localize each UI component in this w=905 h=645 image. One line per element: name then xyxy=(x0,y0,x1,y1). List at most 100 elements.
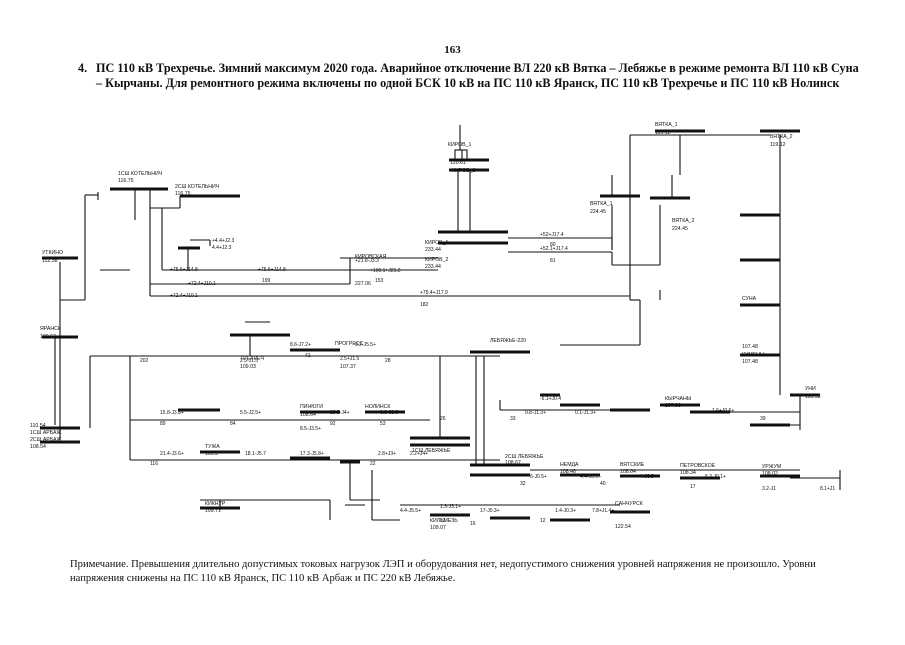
bus-kilmez: КИЛЬМЕЗЬ xyxy=(430,518,458,524)
bus-tuzha: ТУЖА xyxy=(205,444,220,450)
bus-vyatka2-top-voltage: 119.12 xyxy=(770,142,786,148)
bus-arbazh2-voltage: 108.54 xyxy=(30,444,46,450)
power-flow-label: +76.6+J14.8 xyxy=(258,267,286,273)
bus-uni: УНИ xyxy=(805,386,816,392)
power-flow-label: 4.4-J5.5+ xyxy=(400,508,421,514)
bus-vyatka1-voltage: 224.45 xyxy=(590,209,606,215)
power-flow-label: +52+J17.4 xyxy=(540,232,564,238)
bus-kirov2: КИРОВ_2 xyxy=(425,257,448,263)
bus-arbazh1: 1СШ АРБАЖ xyxy=(30,430,61,436)
line-number-label: 28 xyxy=(385,358,391,364)
power-flow-label: 2.8+J3+ xyxy=(378,451,396,457)
bus-kirchany: КЫРЧАНЫ xyxy=(665,396,692,402)
bus-kotelnich2: 2СШ КОТЕЛЬНИЧ xyxy=(175,184,220,190)
bus-kumeny: КУМЕНЫ xyxy=(742,352,765,358)
bus-labels: КИРОВ_1 120.61 КИРОВ_2 КИРОВ_1 233.44 КИ… xyxy=(30,122,821,531)
line-number-label: 39 xyxy=(760,416,766,422)
line-number-label: 89 xyxy=(160,421,166,427)
power-flow-label: +21.8-J3.3 xyxy=(355,258,379,264)
bus-petrovskoe-voltage: 108.34 xyxy=(680,470,696,476)
power-flow-label: 17.3-J5.8+ xyxy=(300,451,324,457)
line-number-label: 84 xyxy=(230,421,236,427)
bus-nemda-voltage: 108.46 xyxy=(560,469,576,475)
bus-vyatka2-top: ВЯТКА_2 xyxy=(770,134,793,140)
bus-treh-voltage: 109.03 xyxy=(240,364,256,370)
power-flow-label: 4.4-J0.5+ xyxy=(580,474,601,480)
bus-vyatka1: ВЯТКА_1 xyxy=(590,201,613,207)
bus-lebyazhe2: 2СШ ЛЕБЯЖЬЕ xyxy=(505,454,544,460)
power-flow-label: 6-J0.5+ xyxy=(530,474,547,480)
bus-treh: ТРЕХРЕЧ xyxy=(240,356,264,362)
line-number-label: 116 xyxy=(150,461,158,467)
bus-kilmez-voltage: 109.07 xyxy=(430,525,446,531)
bus-utkino: УТКИНО xyxy=(42,250,63,256)
power-flow-label: 8.5-J3.5+ xyxy=(300,426,321,432)
power-flow-label: 3.2-J1 xyxy=(762,486,776,492)
line-number-label: 41 xyxy=(305,353,311,359)
line-number-label: 92 xyxy=(330,421,336,427)
power-flow-label: 18.1-J5.7 xyxy=(245,451,266,457)
bus-urzhum: УРЖУМ xyxy=(762,464,781,470)
bus-lebyazhe220: ЛЕБЯЖЬЕ-220 xyxy=(490,338,526,344)
bus-suna-voltage: 107.48 xyxy=(742,344,758,350)
bus-lebyazhe-voltage: 108.67 xyxy=(505,460,521,466)
power-flow-label: 2.2+J4+ xyxy=(410,451,428,457)
line-number-label: 182 xyxy=(420,302,429,308)
bus-utkino-voltage: 112.38 xyxy=(42,258,58,264)
line-number-label: 81 xyxy=(550,258,556,264)
page-number: 163 xyxy=(444,44,461,56)
line-number-label: 40 xyxy=(600,481,606,487)
bus-tuzha-voltage: 109.3 xyxy=(205,451,218,457)
power-flow-label: 5.2-J0.1+ xyxy=(705,474,726,480)
bus-sanchursk-voltage: 122.54 xyxy=(615,524,631,530)
line-number-label: 33 xyxy=(510,416,516,422)
bus-lebyazhe1: 1СШ ЛЕБЯЖЬЕ xyxy=(412,448,451,454)
power-flow-label: +52.1+J17.4 xyxy=(540,246,568,252)
bus-kiknur-voltage: 109.71 xyxy=(205,508,221,514)
power-flow-label: +4.4+J2.3 xyxy=(212,238,234,244)
power-flow-label: -6.1+J0.4 xyxy=(540,396,561,402)
bus-progress: ПРОГРЕСС xyxy=(335,341,364,347)
line-number-label: 12 xyxy=(540,518,546,524)
power-flow-label: +75.4+J17.9 xyxy=(420,290,448,296)
bus-nemda: НЕМДА xyxy=(560,462,579,468)
line-number-label: 22 xyxy=(370,461,376,467)
power-flow-label: 17-J0.3+ xyxy=(480,508,500,514)
bus-kirchany-voltage: 107.93 xyxy=(665,403,681,409)
line-number-label: 153 xyxy=(375,278,384,284)
bus-urzhum-voltage: 108.02 xyxy=(762,471,778,477)
bus-nolinsk: НОЛИНСК xyxy=(365,404,390,410)
bus-kiknur: КИКНУР xyxy=(205,501,226,507)
power-flow-label: 1.4-J0.3+ xyxy=(555,508,576,514)
bus-arbazh2: 2СШ АРБАЖ xyxy=(30,437,61,443)
bus-yaransk-voltage: 109.67 xyxy=(40,334,56,340)
bus-uni-voltage: 110.53 xyxy=(805,394,821,400)
network-lines xyxy=(40,125,841,522)
bus-vyatka2: ВЯТКА_2 xyxy=(672,218,695,224)
heading-text: ПС 110 кВ Трехречье. Зимний максимум 202… xyxy=(96,61,859,90)
bus-kotelnich1: 1СШ КОТЕЛЬНИЧ xyxy=(118,171,163,177)
bus-progress-voltage: 107.37 xyxy=(340,364,356,370)
bus-kotelnich2-voltage: 116.75 xyxy=(175,191,191,197)
line-number-label: 53 xyxy=(380,421,386,427)
line-number-label: 202 xyxy=(140,358,149,364)
power-flow-label: 1.6+J0.6+ xyxy=(712,408,734,414)
power-flow-label: +76.6+J14.8 xyxy=(170,267,198,273)
power-flow-label: 5.5-J2.5+ xyxy=(240,410,261,416)
power-flow-label: 4.4+J2.3 xyxy=(212,245,232,251)
bus-kirov1-mid: КИРОВ_1 xyxy=(425,240,448,246)
bus-kirovskaya-voltage: 227.06 xyxy=(355,281,371,287)
bus-kumeny-voltage: 107.48 xyxy=(742,359,758,365)
power-flow-label: 8.1+J1 xyxy=(820,486,835,492)
line-number-label: 199 xyxy=(262,278,271,284)
power-flow-label: +100.1+J21.2 xyxy=(370,268,401,274)
power-flow-label: 0.1-J1.3+ xyxy=(575,410,596,416)
power-flow-label: +72.4+J10.1 xyxy=(170,293,198,299)
bus-kirov2-top: КИРОВ_2 xyxy=(452,168,475,174)
bus-kirov2-voltage: 233.44 xyxy=(425,264,441,270)
bus-vyatskie-voltage: 108.04 xyxy=(620,469,636,475)
bus-yaransk: ЯРАНСК xyxy=(40,326,61,332)
